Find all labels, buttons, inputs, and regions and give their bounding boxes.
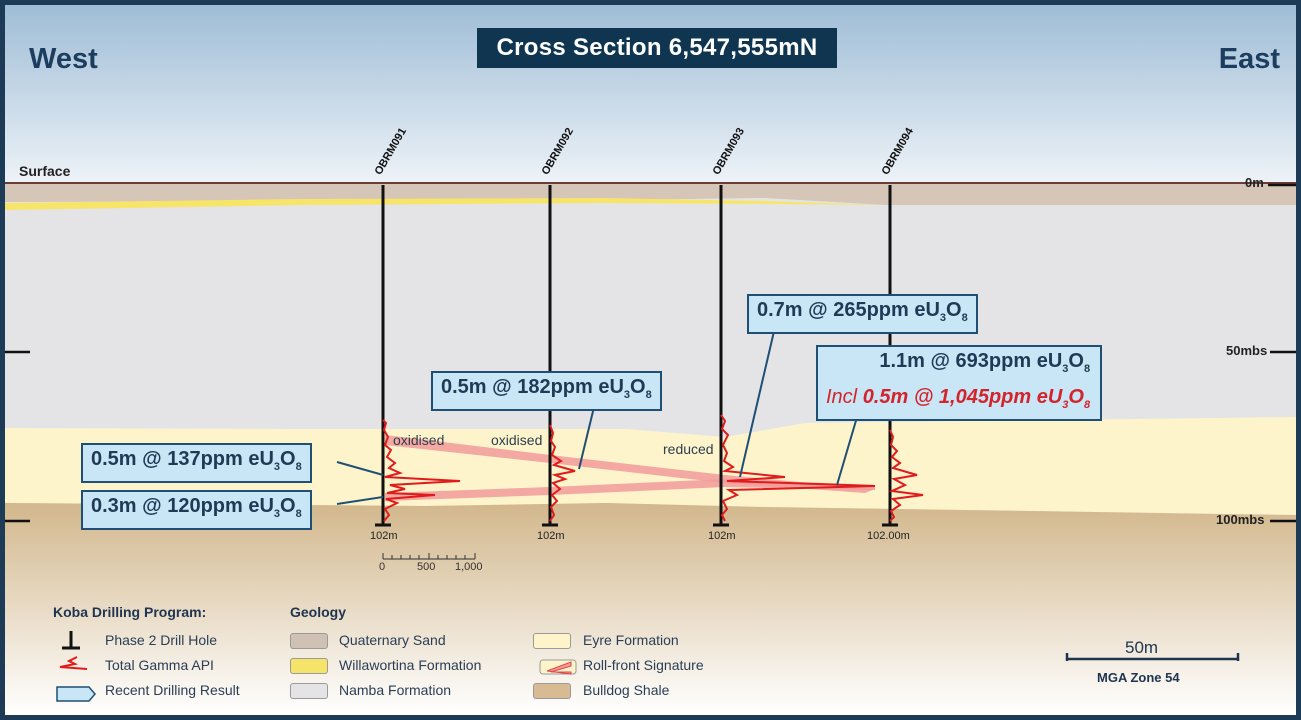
result-text: 0.3m @ 120ppm eU bbox=[91, 495, 274, 517]
gamma-log-093 bbox=[720, 414, 876, 522]
gamma-log-094 bbox=[888, 429, 924, 522]
result-text: 0.5m @ 137ppm eU bbox=[91, 448, 274, 470]
result-callout-137: 0.5m @ 137ppm eU3O8 bbox=[81, 443, 312, 483]
gamma-scale-1000: 1,000 bbox=[455, 561, 483, 573]
gamma-scale-0: 0 bbox=[379, 561, 386, 573]
incl-o: O bbox=[1068, 386, 1084, 408]
result-sub: 3 bbox=[1062, 363, 1069, 375]
result-sub2: 8 bbox=[1083, 363, 1091, 375]
result-o: O bbox=[630, 376, 646, 398]
depth-label-0: 0m bbox=[1245, 175, 1264, 190]
legend-eyre-label: Eyre Formation bbox=[583, 632, 679, 648]
legend-rollfront-label: Roll-front Signature bbox=[583, 657, 704, 673]
callout-symbol-icon bbox=[56, 686, 96, 702]
result-text: 0.7m @ 265ppm eU bbox=[757, 299, 940, 321]
result-o: O bbox=[1068, 350, 1084, 372]
roll-front-lower bbox=[385, 479, 875, 501]
legend-namba-label: Namba Formation bbox=[339, 682, 452, 698]
result-sub2: 8 bbox=[961, 312, 968, 324]
surface-label: Surface bbox=[19, 163, 71, 179]
hole-depth-094: 102.00m bbox=[867, 530, 910, 542]
mga-zone-label: MGA Zone 54 bbox=[1097, 670, 1180, 685]
state-label-oxidised-2: oxidised bbox=[491, 432, 543, 448]
gamma-log-092 bbox=[549, 424, 576, 522]
swatch-quaternary-sand bbox=[290, 633, 328, 649]
result-sub: 3 bbox=[273, 461, 281, 473]
hole-depth-093: 102m bbox=[708, 530, 736, 542]
legend-program-title: Koba Drilling Program: bbox=[53, 604, 207, 620]
result-text: 1.1m @ 693ppm eU bbox=[879, 350, 1063, 372]
scale-bar-label: 50m bbox=[1125, 638, 1159, 657]
west-label: West bbox=[29, 43, 98, 75]
state-label-oxidised-1: oxidised bbox=[393, 432, 445, 448]
state-label-reduced: reduced bbox=[663, 441, 714, 457]
scale-bar-line bbox=[1065, 653, 1240, 661]
result-o: O bbox=[946, 299, 962, 321]
result-sub: 3 bbox=[939, 312, 947, 324]
gamma-scale-500: 500 bbox=[417, 561, 436, 573]
swatch-namba bbox=[290, 683, 328, 699]
result-callout-182: 0.5m @ 182ppm eU3O8 bbox=[431, 371, 662, 411]
section-title: Cross Section 6,547,555mN bbox=[477, 28, 837, 68]
result-sub2: 8 bbox=[295, 508, 302, 520]
legend-result-label: Recent Drilling Result bbox=[105, 682, 240, 698]
swatch-bulldog-shale bbox=[533, 683, 571, 699]
gamma-log-091 bbox=[382, 419, 461, 522]
incl-prefix: Incl bbox=[826, 386, 858, 408]
depth-label-100: 100mbs bbox=[1216, 512, 1265, 527]
gamma-symbol-icon bbox=[59, 656, 88, 670]
swatch-eyre bbox=[533, 633, 571, 649]
leader-120 bbox=[336, 496, 384, 505]
depth-label-50: 50mbs bbox=[1226, 343, 1268, 358]
legend-geology-title: Geology bbox=[290, 604, 347, 620]
leader-182 bbox=[578, 402, 596, 470]
result-o: O bbox=[280, 448, 296, 470]
drill-hole-symbol-icon bbox=[62, 631, 80, 650]
result-sub: 3 bbox=[273, 508, 281, 520]
swatch-willawortina bbox=[290, 658, 328, 674]
incl-sub2: 8 bbox=[1083, 399, 1091, 411]
gamma-scale bbox=[382, 553, 476, 560]
legend-gamma-label: Total Gamma API bbox=[105, 657, 214, 673]
east-label: East bbox=[1218, 43, 1280, 75]
leader-265 bbox=[739, 326, 776, 478]
result-line-incl: Incl 0.5m @ 1,045ppm eU3O8 bbox=[826, 383, 1090, 419]
legend-quaternary-label: Quaternary Sand bbox=[339, 632, 446, 648]
hole-depth-091: 102m bbox=[370, 530, 398, 542]
incl-text: 0.5m @ 1,045ppm eU bbox=[862, 386, 1063, 408]
result-callout-693: 1.1m @ 693ppm eU3O8 Incl 0.5m @ 1,045ppm… bbox=[816, 345, 1103, 421]
result-text: 0.5m @ 182ppm eU bbox=[441, 376, 624, 398]
section-canvas: Cross Section 6,547,555mN West East Surf… bbox=[5, 5, 1296, 715]
roll-front-symbol-icon bbox=[539, 659, 577, 675]
result-o: O bbox=[280, 495, 296, 517]
leader-137 bbox=[336, 461, 384, 476]
legend-willawortina-label: Willawortina Formation bbox=[339, 657, 482, 673]
incl-sub: 3 bbox=[1062, 399, 1069, 411]
result-sub2: 8 bbox=[295, 461, 302, 473]
result-sub2: 8 bbox=[645, 389, 652, 401]
eyre-formation-layer bbox=[5, 417, 1296, 515]
willawortina-formation-layer bbox=[5, 198, 885, 210]
hole-depth-092: 102m bbox=[537, 530, 565, 542]
result-callout-265: 0.7m @ 265ppm eU3O8 bbox=[747, 294, 978, 334]
legend-drill-hole-label: Phase 2 Drill Hole bbox=[105, 632, 218, 648]
result-line-main: 1.1m @ 693ppm eU3O8 bbox=[826, 347, 1090, 383]
result-callout-120: 0.3m @ 120ppm eU3O8 bbox=[81, 490, 312, 530]
legend-bulldog-label: Bulldog Shale bbox=[583, 682, 670, 698]
result-sub: 3 bbox=[623, 389, 631, 401]
